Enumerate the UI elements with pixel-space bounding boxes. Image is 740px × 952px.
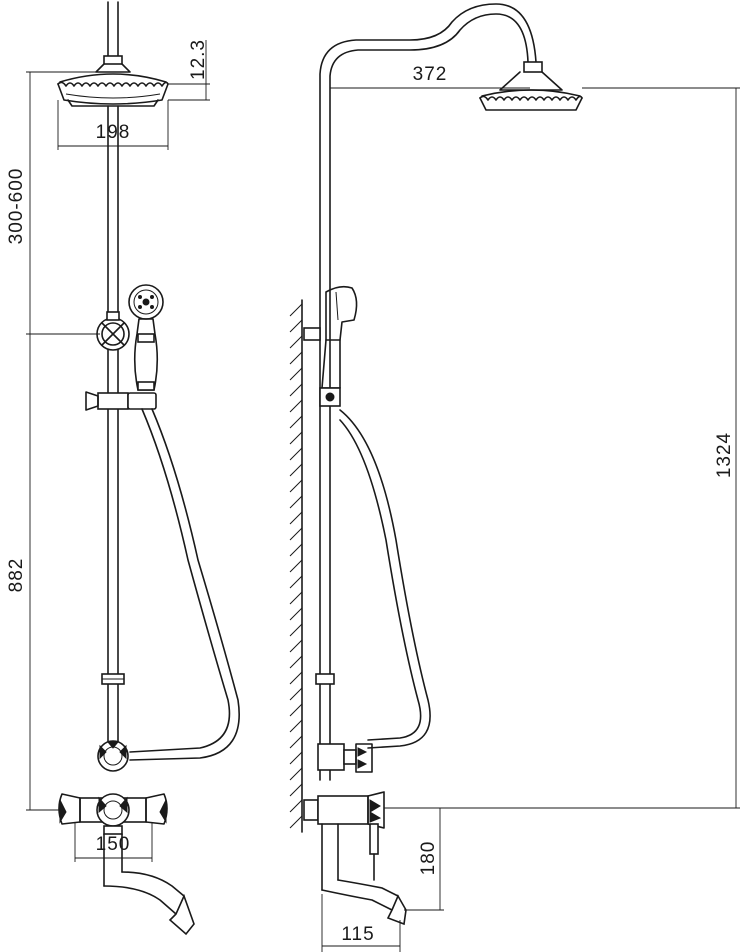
dim-arm-reach: 372 [330, 64, 530, 89]
dim-head-height: 12.3 [168, 39, 210, 101]
dim-label-spout-drop: 180 [418, 841, 439, 876]
front-shower-head [57, 73, 169, 107]
dim-mixer-spacing: 150 [74, 822, 153, 862]
dim-mount-height: 882 [6, 334, 62, 811]
dim-label-mount-height: 882 [6, 558, 27, 593]
side-mixer [303, 791, 385, 881]
side-bath-spout [321, 823, 407, 926]
side-shower-head [479, 71, 583, 111]
side-hand-shower [303, 285, 358, 407]
front-mixer-body [58, 793, 168, 835]
dim-spout-reach: 115 [321, 894, 401, 952]
front-bath-spout [103, 833, 195, 936]
dim-label-total-height: 1324 [714, 432, 735, 478]
dim-spout-drop: 180 [404, 808, 444, 911]
dim-total-height: 1324 [384, 87, 740, 809]
front-diverter-knob [97, 740, 129, 772]
dim-label-head-width: 198 [96, 122, 131, 143]
dim-label-arm-reach: 372 [413, 64, 448, 85]
front-flexible-hose [129, 408, 240, 761]
front-view: 12.3 198 300-600 882 150 [6, 1, 240, 936]
dim-rail-adjust: 300-600 [6, 71, 100, 335]
front-hand-shower [128, 284, 164, 391]
side-view: 372 1324 180 115 [289, 3, 740, 952]
side-flexible-hose [339, 409, 431, 749]
wall-section [289, 299, 303, 833]
dim-head-width: 198 [57, 100, 169, 150]
front-hand-shower-holder [85, 391, 157, 411]
dim-label-mixer-spacing: 150 [96, 834, 131, 855]
dim-label-rail-adjust: 300-600 [6, 168, 27, 245]
side-diverter [317, 743, 373, 773]
side-riser-arm [315, 3, 543, 781]
front-upper-bracket [96, 311, 130, 351]
dim-label-spout-reach: 115 [341, 924, 374, 945]
dim-label-head-height: 12.3 [188, 39, 209, 80]
front-sliding-rail [101, 105, 125, 746]
front-riser-pipe [95, 1, 131, 73]
